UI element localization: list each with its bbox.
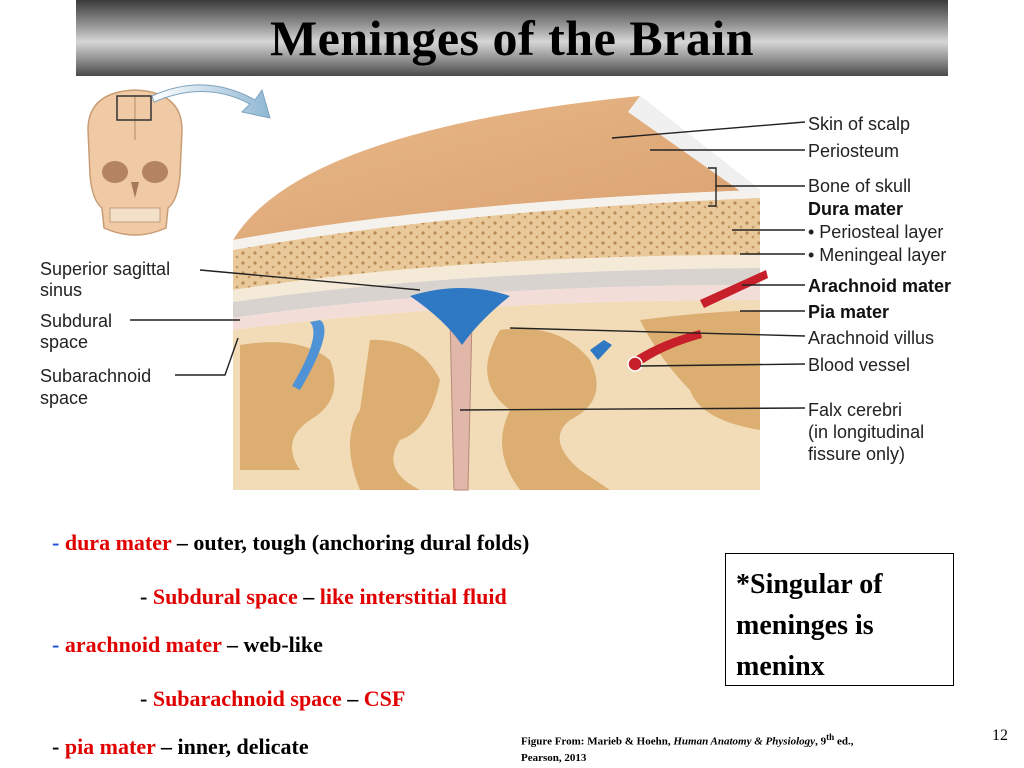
slide-title: Meninges of the Brain xyxy=(269,10,755,66)
desc-arachnoid-mater: – web-like xyxy=(221,632,323,657)
figure-citation: Figure From: Marieb & Hoehn, Human Anato… xyxy=(521,729,961,766)
bullet-dash: - xyxy=(52,530,65,555)
desc-subdural-space: like interstitial fluid xyxy=(319,584,507,609)
separator: – xyxy=(297,584,320,609)
term-pia-mater: pia mater xyxy=(64,734,156,759)
label-periosteum: Periosteum xyxy=(808,141,899,161)
leader-lines xyxy=(130,121,806,411)
bullet-dash: - xyxy=(52,734,65,759)
label-subdural-line2: space xyxy=(40,332,88,352)
bullet-dash: - xyxy=(140,686,153,711)
bullet-subdural-space: - Subdural space – like interstitial flu… xyxy=(140,584,507,610)
desc-pia-mater: – inner, delicate xyxy=(155,734,309,759)
label-superior-sagittal: Superior sagittal xyxy=(40,259,170,279)
label-falx-cerebri-line2: (in longitudinal xyxy=(808,422,924,442)
meninges-block xyxy=(233,96,768,491)
label-falx-cerebri-line3: fissure only) xyxy=(808,444,905,464)
bullet-arachnoid-mater: - arachnoid mater – web-like xyxy=(52,632,323,658)
label-dura-mater: Dura mater xyxy=(808,199,903,219)
label-subarachnoid-line2: space xyxy=(40,388,88,408)
label-subdural: Subdural xyxy=(40,311,112,331)
bullet-dura-mater: - dura mater – outer, tough (anchoring d… xyxy=(52,530,529,556)
label-bone-of-skull: Bone of skull xyxy=(808,176,911,196)
label-meningeal-layer: • Meningeal layer xyxy=(808,245,946,265)
skull-illustration xyxy=(87,89,183,236)
label-subarachnoid: Subarachnoid xyxy=(40,366,151,386)
desc-subarachnoid-space: CSF xyxy=(363,686,406,711)
citation-edition: , 9 xyxy=(815,735,827,748)
meninges-figure: Skin of scalp Periosteum Bone of skull D… xyxy=(0,80,1024,500)
label-arachnoid-villus: Arachnoid villus xyxy=(808,328,934,348)
label-periosteal-layer: • Periosteal layer xyxy=(808,222,943,242)
bullet-dash: - xyxy=(140,584,153,609)
citation-publisher: Pearson, 2013 xyxy=(521,751,587,764)
label-pia-mater: Pia mater xyxy=(808,302,889,322)
term-arachnoid-mater: arachnoid mater xyxy=(64,632,222,657)
citation-book: Human Anatomy & Physiology xyxy=(673,735,816,748)
citation-edition-sup: th xyxy=(826,732,835,742)
title-bar: Meninges of the Brain xyxy=(76,0,948,76)
citation-edition-post: ed., xyxy=(834,735,854,748)
label-superior-sagittal-line2: sinus xyxy=(40,280,82,300)
bullet-dash: - xyxy=(52,632,65,657)
term-subdural-space: Subdural space xyxy=(152,584,298,609)
term-dura-mater: dura mater xyxy=(64,530,172,555)
page-number: 12 xyxy=(992,727,1008,744)
label-arachnoid-mater: Arachnoid mater xyxy=(808,276,951,296)
note-line: *Singular of xyxy=(736,569,883,600)
pointer-arrow xyxy=(151,84,271,119)
desc-dura-mater: – outer, tough (anchoring dural folds) xyxy=(171,530,530,555)
label-falx-cerebri: Falx cerebri xyxy=(808,400,902,420)
label-blood-vessel: Blood vessel xyxy=(808,355,910,375)
note-line: meninges is xyxy=(736,610,874,641)
note-line: meninx xyxy=(736,651,825,682)
term-subarachnoid-space: Subarachnoid space xyxy=(152,686,342,711)
separator: – xyxy=(341,686,364,711)
note-box: *Singular of meninges is meninx xyxy=(725,553,954,686)
label-skin-of-scalp: Skin of scalp xyxy=(808,114,910,134)
citation-prefix: Figure From: Marieb & Hoehn, xyxy=(521,735,674,748)
bullet-subarachnoid-space: - Subarachnoid space – CSF xyxy=(140,686,405,712)
bullet-pia-mater: - pia mater – inner, delicate xyxy=(52,734,309,760)
